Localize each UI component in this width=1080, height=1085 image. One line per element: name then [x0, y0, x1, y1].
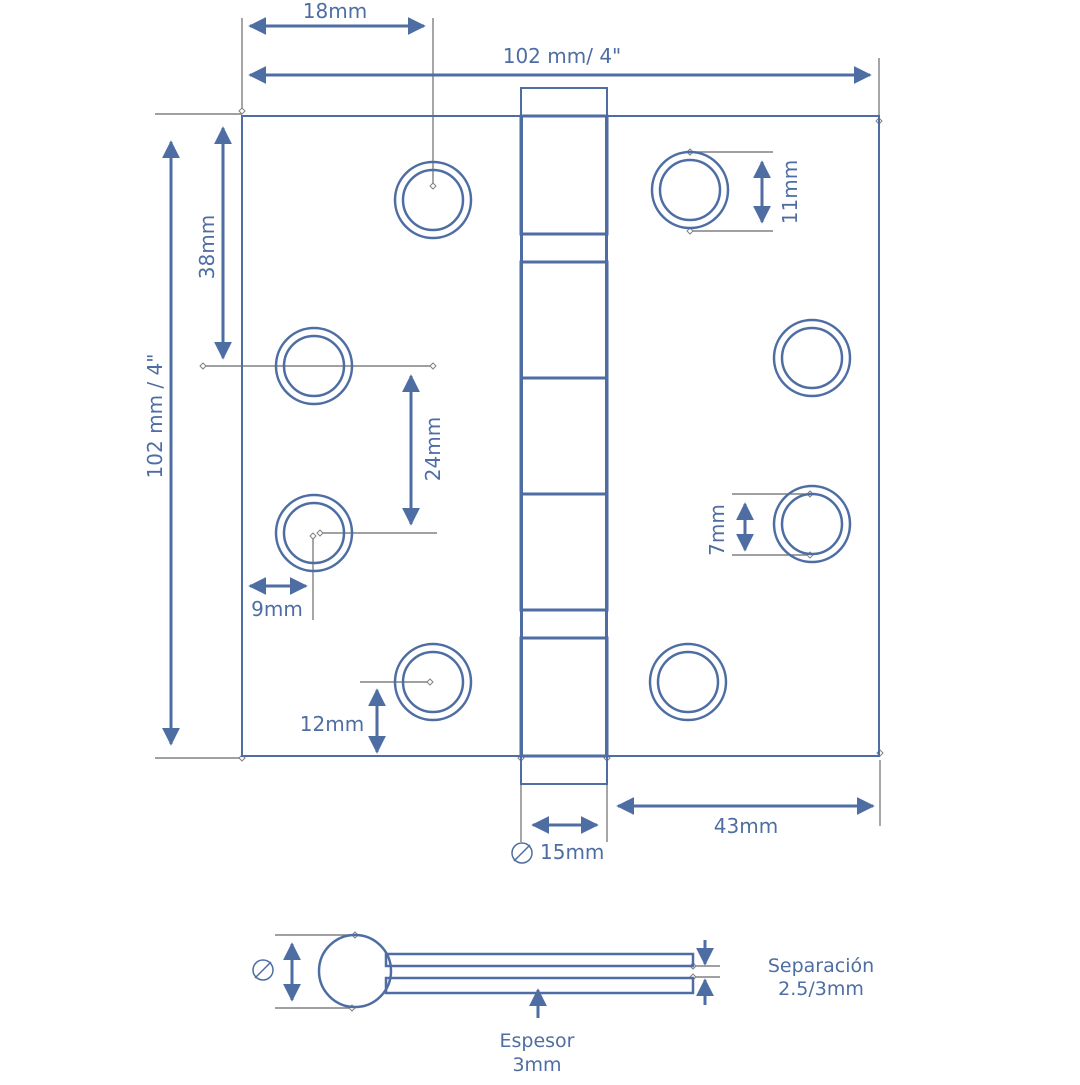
hinge-leaf-right — [605, 115, 880, 757]
screw-hole — [274, 493, 354, 573]
diameter-icon-side — [252, 959, 274, 981]
dim-hole-outer: 11mm — [778, 160, 802, 224]
dim-top-to-hole: 38mm — [195, 215, 219, 279]
dim-hole-offset-x: 18mm — [303, 0, 367, 23]
dim-hole-edge-x: 9mm — [251, 597, 303, 621]
dim-hole-spacing: 24mm — [421, 417, 445, 481]
label-gap-line2: 2.5/3mm — [778, 978, 864, 1000]
hinge-knuckles — [519, 87, 609, 785]
diameter-icon — [511, 842, 533, 864]
dim-pin-diameter: 15mm — [540, 840, 604, 864]
dim-width-top: 102 mm/ 4" — [503, 44, 622, 68]
dim-bottom-to-hole: 12mm — [300, 712, 364, 736]
hinge-leaf-left — [241, 115, 523, 757]
screw-hole — [274, 326, 354, 406]
screw-hole — [393, 160, 473, 240]
screw-hole — [772, 484, 852, 564]
pin-barrel — [317, 933, 393, 1009]
leaf-bottom-profile — [384, 976, 695, 995]
screw-holes — [274, 150, 852, 722]
screw-hole — [772, 318, 852, 398]
side-view — [317, 933, 695, 1009]
screw-hole — [393, 642, 473, 722]
screw-hole — [648, 642, 728, 722]
extension-lines — [155, 18, 881, 1009]
dimension-arrows — [162, 17, 875, 1002]
dim-hole-inner: 7mm — [705, 504, 729, 556]
single-arrows — [529, 940, 714, 1018]
screw-hole — [650, 150, 730, 230]
dim-leaf-width: 43mm — [714, 814, 778, 838]
leaf-top-profile — [384, 952, 695, 968]
label-gap-line1: Separación — [768, 955, 874, 977]
label-thickness-line2: 3mm — [512, 1054, 561, 1076]
label-thickness-line1: Espesor — [500, 1030, 575, 1052]
dim-height-left: 102 mm / 4" — [143, 354, 167, 479]
